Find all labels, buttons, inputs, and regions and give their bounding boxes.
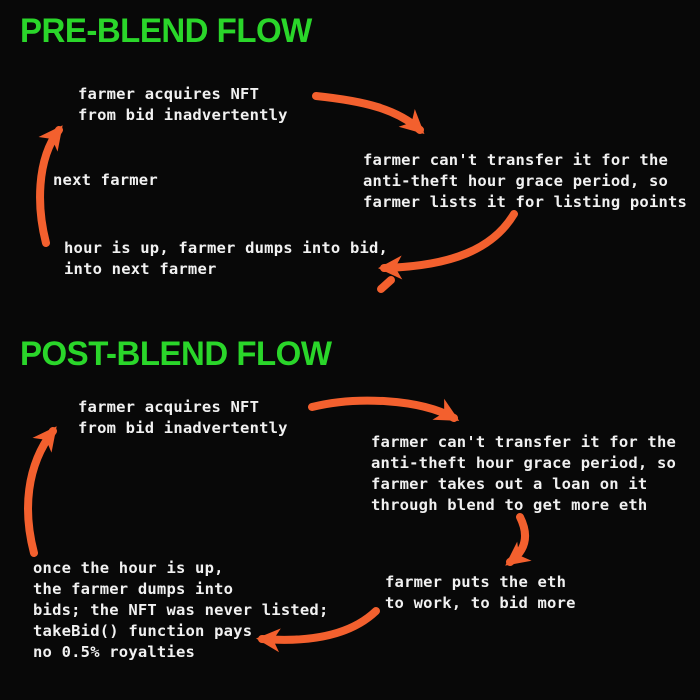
node-pre-acquire: farmer acquires NFT from bid inadvertent… <box>78 84 288 126</box>
node-text-line: farmer lists it for listing points <box>363 193 688 211</box>
arrow-post-eth-to-dump <box>256 607 380 653</box>
node-text-line: from bid inadvertently <box>78 419 288 437</box>
node-pre-next-farmer: next farmer <box>53 170 158 191</box>
node-text-line: hour is up, farmer dumps into bid, <box>64 239 389 257</box>
node-text-line: farmer acquires NFT <box>78 85 260 103</box>
node-text-line: farmer can't transfer it for the <box>363 151 669 169</box>
node-pre-hour-up-dump: hour is up, farmer dumps into bid, into … <box>64 238 388 280</box>
node-text-line: farmer can't transfer it for the <box>371 433 677 451</box>
node-text-line: once the hour is up, <box>33 559 224 577</box>
node-text-line: through blend to get more eth <box>371 496 648 514</box>
arrow-pre-transfer-to-dump <box>378 210 518 280</box>
node-post-eth-to-work: farmer puts the eth to work, to bid more <box>385 572 576 614</box>
node-text-line: takeBid() function pays <box>33 622 253 640</box>
node-post-dump-no-royalties: once the hour is up, the farmer dumps in… <box>33 558 329 663</box>
node-text-line: into next farmer <box>64 260 217 278</box>
node-text-line: no 0.5% royalties <box>33 643 196 661</box>
node-text-line: farmer puts the eth <box>385 573 567 591</box>
node-text-line: farmer acquires NFT <box>78 398 260 416</box>
arrow-pre-acquire-to-transfer <box>312 92 425 135</box>
arrow-post-acquire-to-loan <box>308 396 460 422</box>
node-text-line: bids; the NFT was never listed; <box>33 601 329 619</box>
node-text-line: the farmer dumps into <box>33 580 234 598</box>
stray-mark <box>377 276 395 293</box>
node-text-line: farmer takes out a loan on it <box>371 475 648 493</box>
node-post-loan: farmer can't transfer it for the anti-th… <box>371 432 676 516</box>
node-text-line: from bid inadvertently <box>78 106 288 124</box>
node-post-acquire: farmer acquires NFT from bid inadvertent… <box>78 397 288 439</box>
arrow-post-cycle-up <box>24 426 57 557</box>
node-text-line: to work, to bid more <box>385 594 576 612</box>
node-text-line: anti-theft hour grace period, so <box>363 172 669 190</box>
section-title-pre-blend: PRE-BLEND FLOW <box>20 10 312 50</box>
node-text-line: anti-theft hour grace period, so <box>371 454 677 472</box>
arrow-post-loan-to-eth <box>505 513 532 566</box>
node-text-line: next farmer <box>53 171 158 189</box>
arrow-pre-cycle-up <box>36 125 63 247</box>
node-pre-cant-transfer: farmer can't transfer it for the anti-th… <box>363 150 687 213</box>
section-title-post-blend: POST-BLEND FLOW <box>20 333 332 373</box>
